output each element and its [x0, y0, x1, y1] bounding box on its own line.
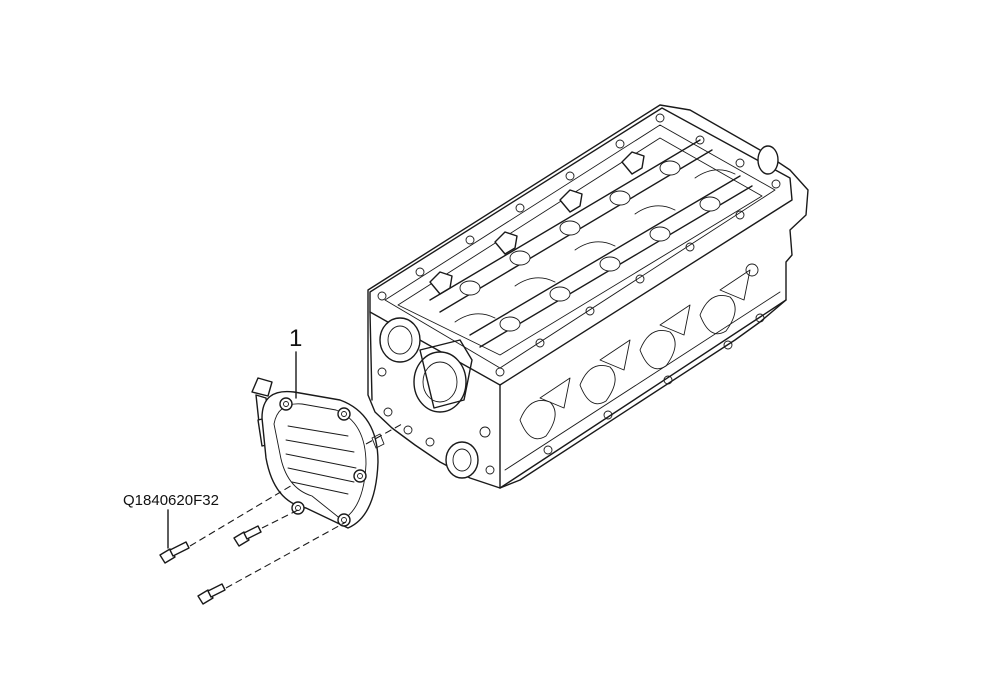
part-number-label: 1	[289, 325, 302, 352]
vacuum-pump	[251, 377, 385, 529]
bolt-upper	[159, 541, 190, 564]
assembly-dashed-lines	[189, 423, 403, 589]
callout-bolt-code: Q1840620F32	[123, 492, 219, 549]
bolt-code-label: Q1840620F32	[123, 492, 219, 509]
cylinder-head	[367, 104, 809, 489]
bolt-middle	[233, 525, 262, 547]
callout-part-1: 1	[289, 325, 302, 399]
bolt-lower	[197, 583, 226, 605]
